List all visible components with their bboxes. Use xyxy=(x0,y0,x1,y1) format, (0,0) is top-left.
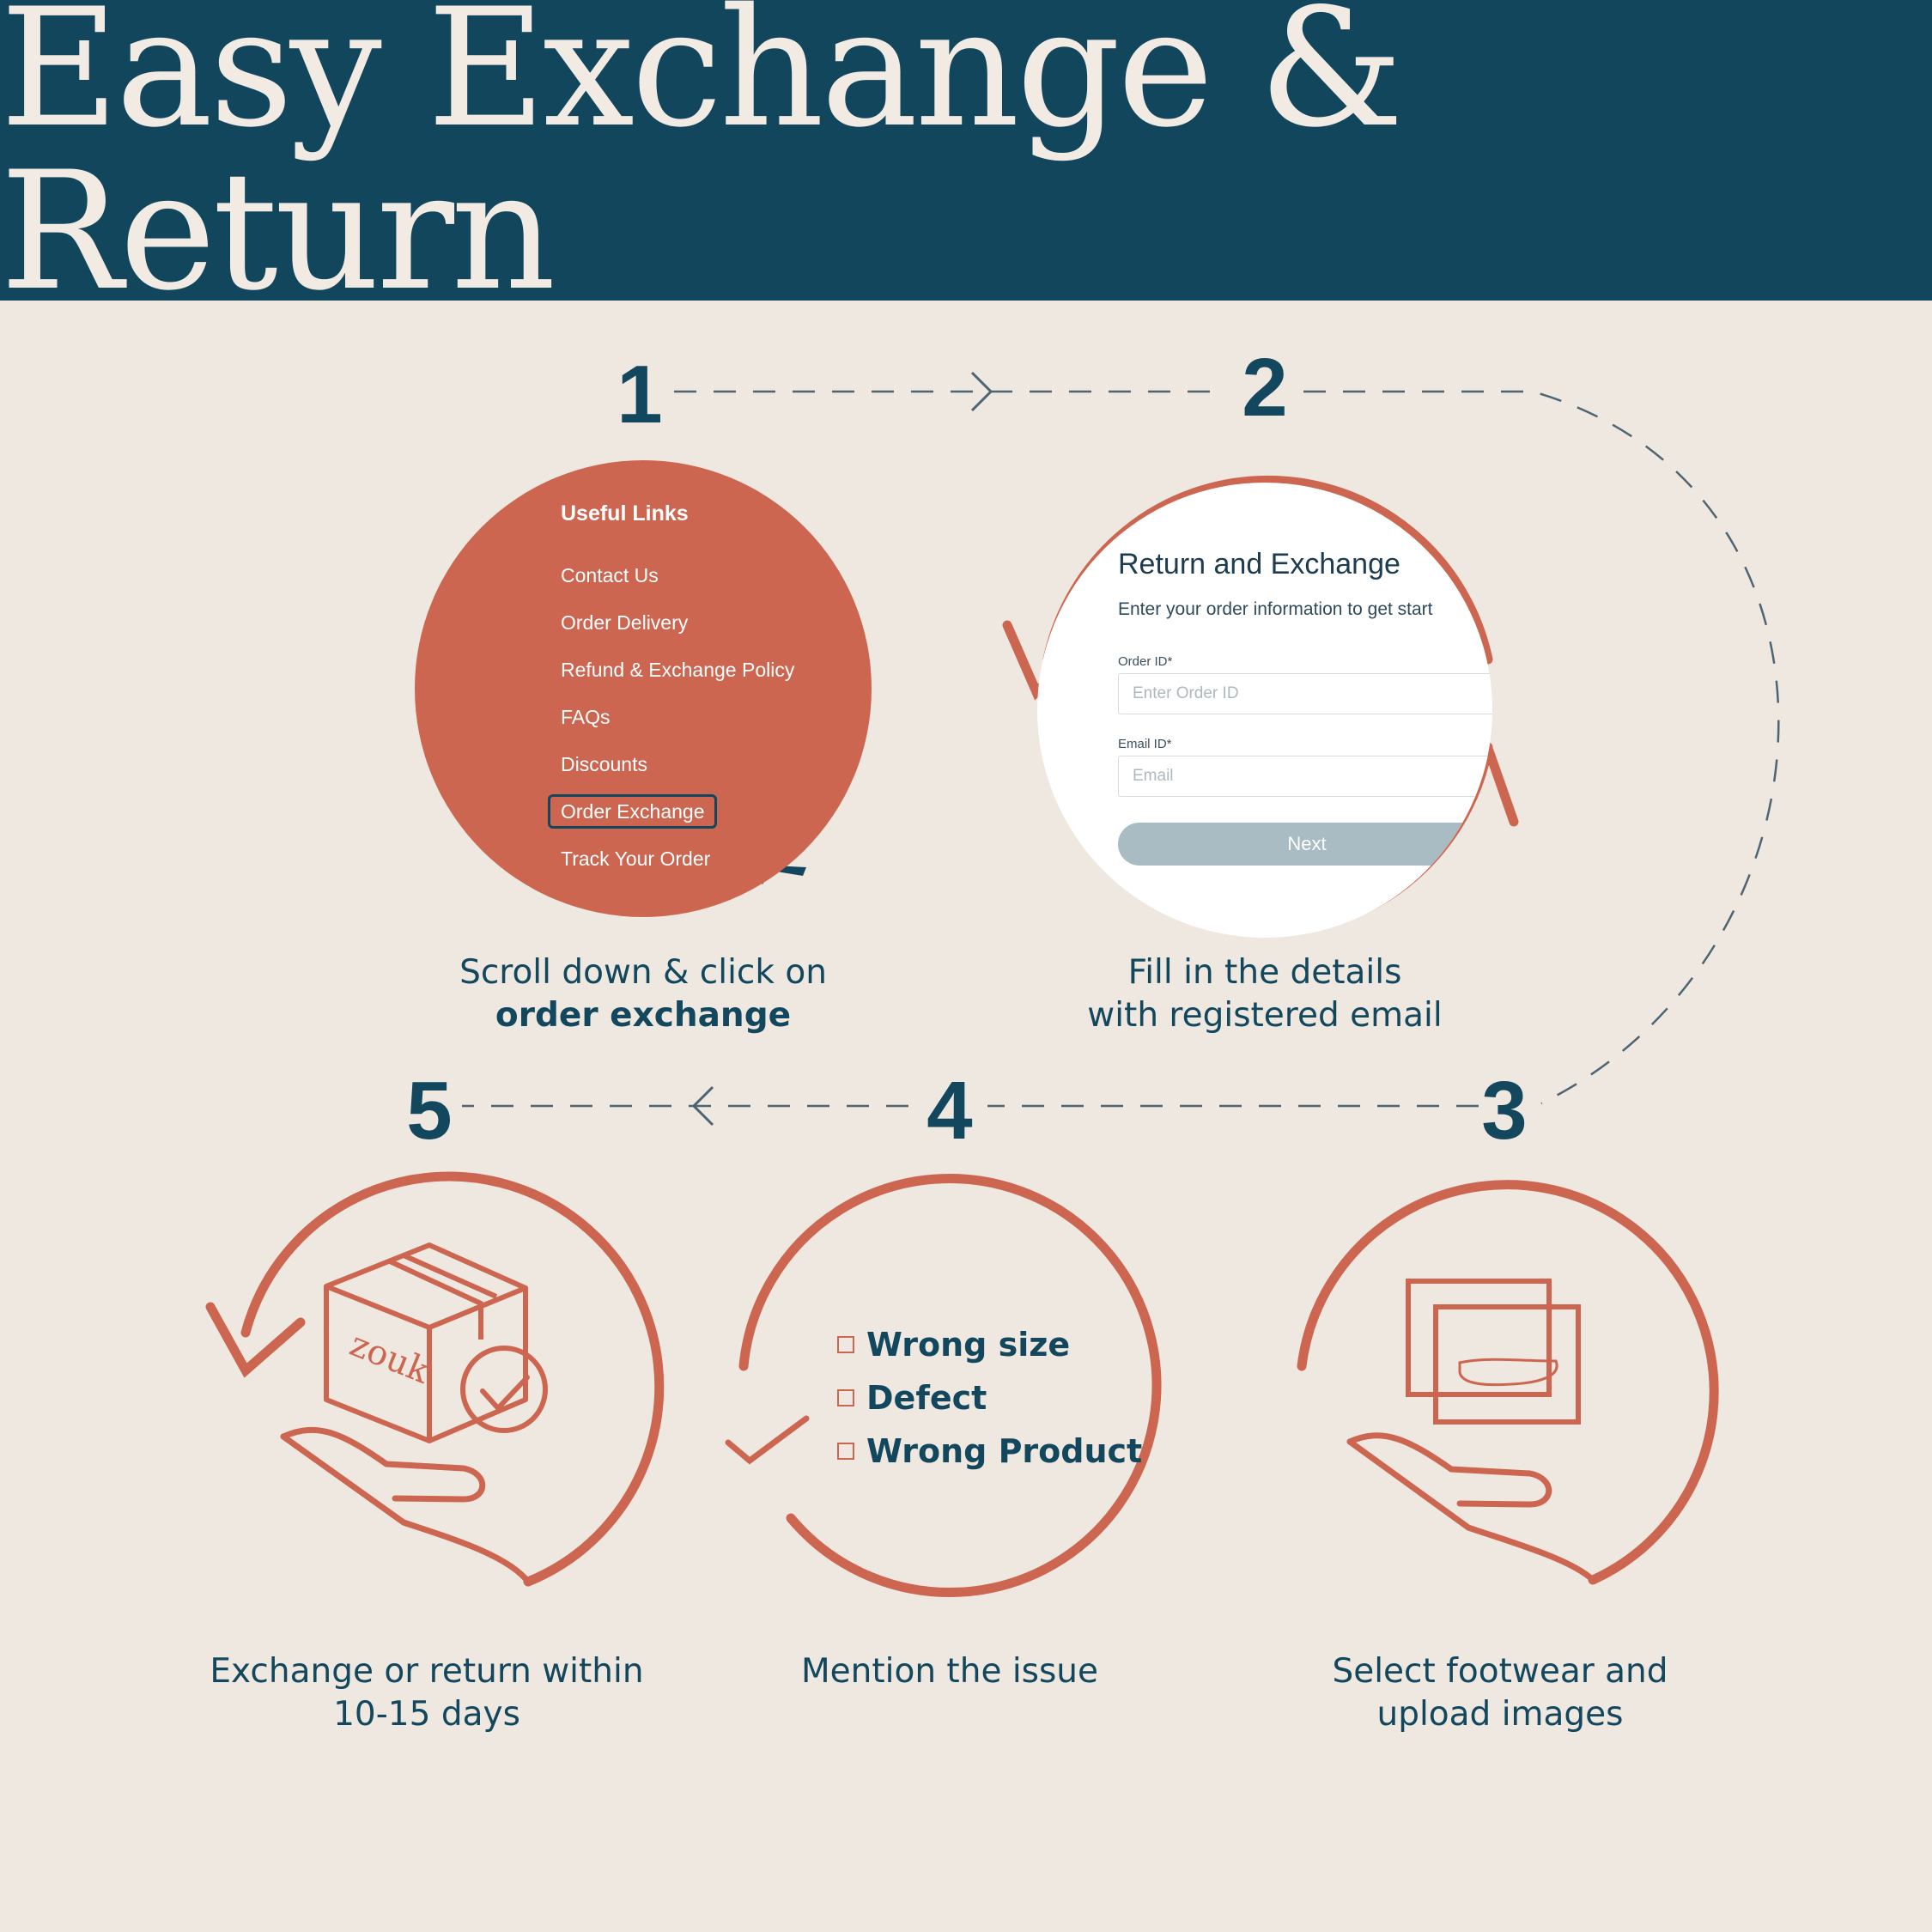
header-banner: Easy Exchange & Return xyxy=(0,0,1932,313)
step-number-4: 4 xyxy=(927,1065,973,1157)
arrowhead-right xyxy=(970,371,993,412)
email-label: Email ID* xyxy=(1118,737,1172,751)
link-order-exchange[interactable]: Order Exchange xyxy=(548,794,794,847)
checkmark-icon xyxy=(725,1415,810,1465)
issue-wrong-size[interactable]: Wrong size xyxy=(837,1318,1142,1371)
link-contact-us[interactable]: Contact Us xyxy=(561,564,659,586)
step-2-caption: Fill in the details with registered emai… xyxy=(1087,953,1443,1035)
connector-2-3 xyxy=(1303,390,1780,1105)
link-track-order[interactable]: Track Your Order xyxy=(561,848,711,870)
step-1-caption: Scroll down & click on order exchange xyxy=(459,953,827,1035)
checkbox-icon xyxy=(837,1443,854,1460)
email-input[interactable]: Email xyxy=(1118,756,1492,797)
step-number-3: 3 xyxy=(1481,1065,1528,1157)
page-title: Easy Exchange & Return xyxy=(0,0,1404,326)
checkbox-icon xyxy=(837,1389,854,1406)
link-discounts[interactable]: Discounts xyxy=(561,753,647,775)
box-brand-logo: zouk xyxy=(344,1324,435,1392)
hand-icon-3 xyxy=(1346,1432,1596,1583)
check-circle-icon xyxy=(460,1346,548,1433)
hand-icon xyxy=(280,1426,532,1585)
step-5-caption: Exchange or return within 10-15 days xyxy=(210,1652,644,1734)
step-3-arc xyxy=(1297,1180,1719,1585)
step-3-caption: Select footwear and upload images xyxy=(1332,1652,1668,1734)
step-number-5: 5 xyxy=(406,1065,453,1157)
next-button[interactable]: Next xyxy=(1118,823,1492,866)
photos-icon xyxy=(1406,1279,1581,1425)
link-order-delivery[interactable]: Order Delivery xyxy=(561,611,689,634)
issue-wrong-product[interactable]: Wrong Product xyxy=(837,1425,1142,1478)
useful-links-circle: Useful Links Contact Us Order Delivery R… xyxy=(415,460,872,917)
step-4-caption: Mention the issue xyxy=(800,1652,1099,1691)
arrowhead-left xyxy=(691,1085,714,1127)
form-title: Return and Exchange xyxy=(1118,548,1400,580)
form-subtitle: Enter your order information to get star… xyxy=(1118,599,1433,619)
checkbox-icon xyxy=(837,1336,854,1353)
order-id-input[interactable]: Enter Order ID xyxy=(1118,673,1492,714)
step-number-1: 1 xyxy=(617,349,663,440)
step-number-2: 2 xyxy=(1242,342,1288,434)
issue-checklist: Wrong size Defect Wrong Product xyxy=(837,1318,1142,1478)
useful-links-title: Useful Links xyxy=(561,501,689,526)
order-id-label: Order ID* xyxy=(1118,654,1173,669)
useful-links-list: Contact Us Order Delivery Refund & Excha… xyxy=(548,563,795,894)
step-4-arc xyxy=(738,1174,1162,1597)
step-5-arc xyxy=(205,1171,665,1587)
package-box-icon xyxy=(324,1242,528,1443)
issue-defect[interactable]: Defect xyxy=(837,1371,1142,1425)
exchange-form-circle: Return and Exchange Enter your order inf… xyxy=(1037,483,1492,938)
link-faqs[interactable]: FAQs xyxy=(561,706,611,728)
link-refund-policy[interactable]: Refund & Exchange Policy xyxy=(561,659,795,681)
